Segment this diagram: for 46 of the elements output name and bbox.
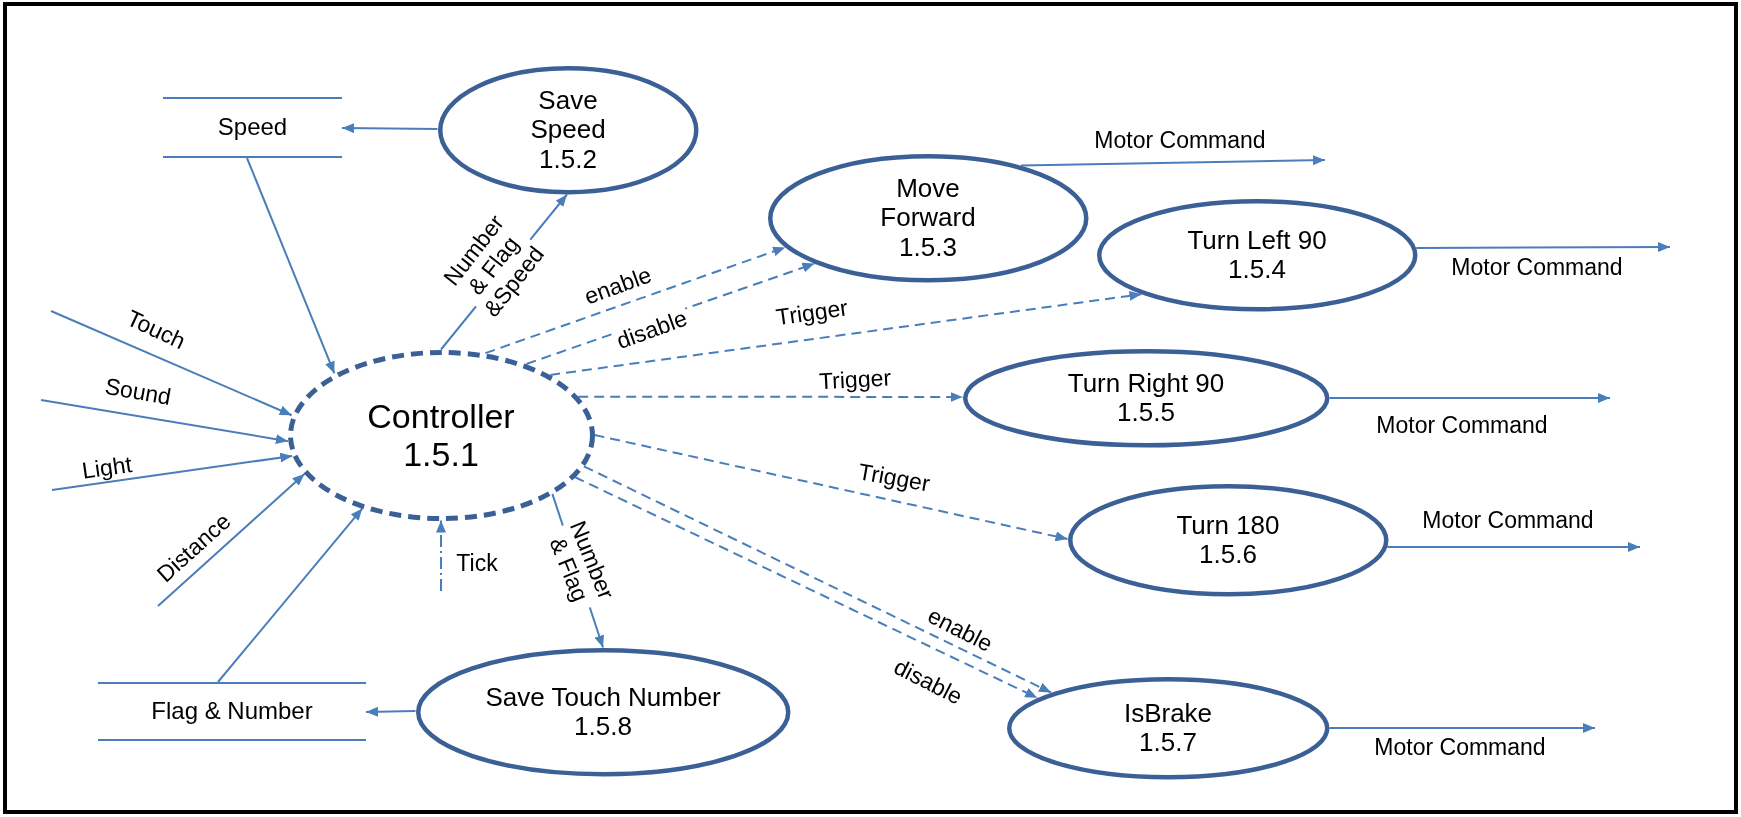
process-number: 1.5.2: [539, 144, 597, 174]
process-name: Controller: [367, 396, 515, 435]
process-name: Turn Left 90: [1187, 225, 1327, 255]
process-ellipse: [767, 153, 1089, 283]
arrow: [341, 123, 439, 134]
process-ellipse: [437, 65, 699, 195]
process-name: IsBrake: [1123, 698, 1213, 728]
process-number: 1.5.8: [574, 712, 632, 742]
arrow: [1020, 155, 1326, 167]
arrow: [157, 473, 306, 607]
process-name: Turn 180: [1176, 510, 1280, 540]
dashed-arrow: [593, 434, 1069, 542]
dashed-arrow: [484, 246, 787, 355]
process-name: Save Speed: [529, 86, 607, 145]
process-ellipse: [287, 349, 595, 521]
arrow: [246, 157, 336, 375]
arrow: [50, 310, 293, 417]
process-number: 1.5.6: [1199, 540, 1257, 570]
process-number: 1.5.5: [1117, 398, 1175, 428]
process-ellipse: [962, 348, 1330, 448]
dashed-arrow: [436, 519, 446, 592]
process-ellipse: [1067, 483, 1389, 597]
arrow: [1386, 542, 1641, 552]
data-store: [163, 97, 342, 158]
process-ellipse: [415, 647, 791, 777]
dashed-arrow: [549, 290, 1143, 376]
process-name: Turn Right 90: [1067, 368, 1225, 398]
arrow: [1415, 242, 1671, 253]
process-name: Move Forward: [879, 174, 977, 233]
process-number: 1.5.7: [1139, 728, 1197, 758]
arrow: [51, 452, 294, 491]
store-name: Flag & Number: [151, 698, 313, 725]
process-ellipse: [1096, 198, 1418, 312]
data-store: [98, 682, 366, 741]
process-number: 1.5.1: [403, 435, 479, 474]
arrow: [1328, 393, 1611, 403]
arrow: [365, 706, 417, 717]
arrow: [217, 507, 364, 683]
store-name: Speed: [217, 114, 288, 141]
arrow: [1328, 723, 1596, 733]
arrow: [40, 399, 289, 445]
dashed-arrow: [577, 391, 964, 402]
process-name: Save Touch Number: [485, 682, 721, 712]
process-number: 1.5.3: [899, 232, 957, 262]
process-ellipse: [1006, 676, 1330, 780]
process-number: 1.5.4: [1228, 255, 1286, 285]
